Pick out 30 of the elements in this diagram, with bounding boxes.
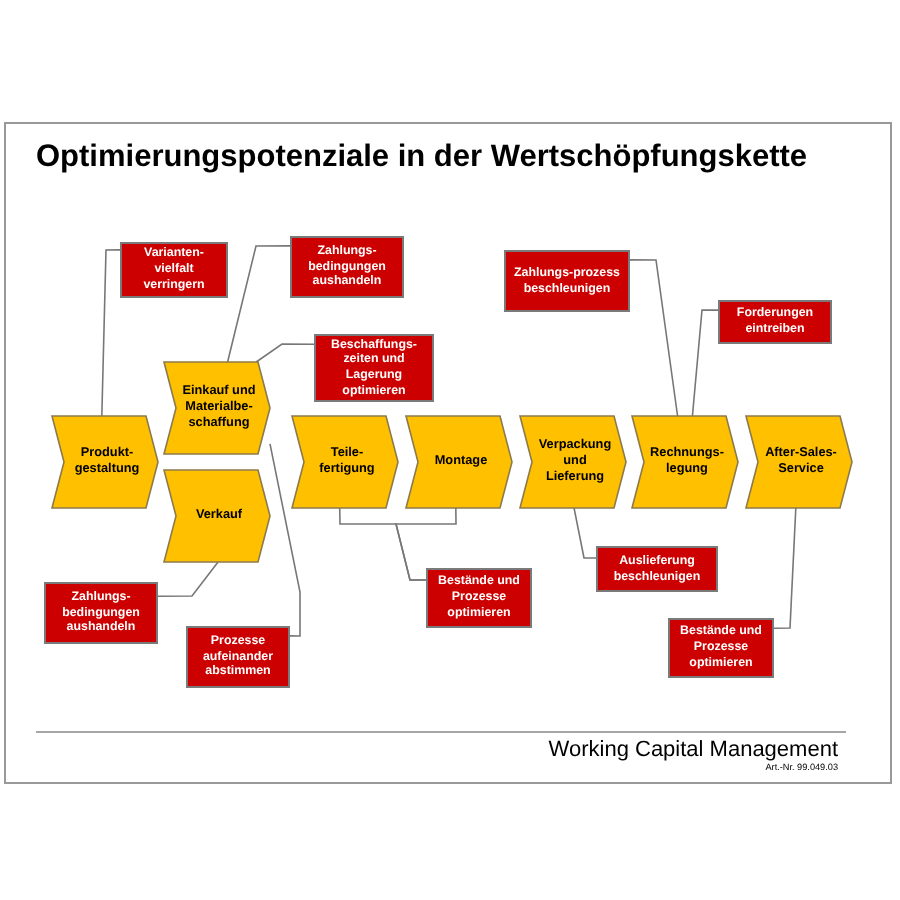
value-chain-step [746, 416, 852, 508]
callout-box [186, 626, 290, 688]
footer-title: Working Capital Management [548, 738, 838, 762]
leader-line [157, 561, 219, 598]
value-chain-step [164, 470, 270, 562]
value-chain-step [52, 416, 158, 508]
title: Optimierungspotenziale in der Wertschöpfungskette [36, 140, 808, 176]
callout-box [44, 582, 158, 644]
leader-line [101, 249, 121, 417]
leader-line [394, 507, 457, 581]
leader-line [226, 245, 291, 363]
callout-box [290, 236, 404, 298]
value-chain-step [164, 362, 270, 454]
callout-box [668, 618, 774, 678]
value-chain-step [520, 416, 626, 508]
callout-box [120, 242, 228, 298]
leader-line [269, 443, 301, 637]
callout-box [596, 546, 718, 592]
leader-line [573, 507, 597, 559]
leader-line [255, 343, 315, 363]
callout-box [426, 568, 532, 628]
leader-line [629, 259, 679, 417]
leader-line [691, 309, 719, 417]
value-chain-step [292, 416, 398, 508]
value-chain-step [632, 416, 738, 508]
callout-box [504, 250, 630, 312]
value-chain-step [406, 416, 512, 508]
leader-line [773, 507, 797, 629]
callout-box [718, 300, 832, 344]
callout-box [314, 334, 434, 402]
